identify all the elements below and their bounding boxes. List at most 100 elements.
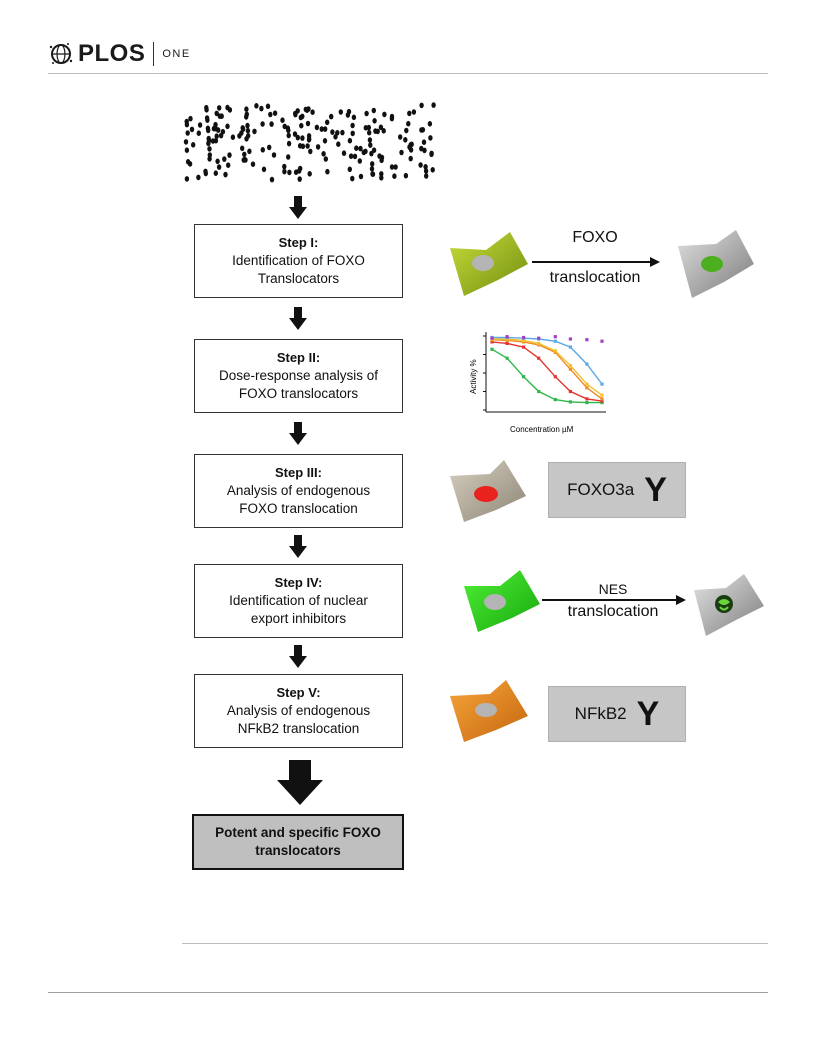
compound-dot: [220, 128, 226, 135]
compound-dot: [210, 138, 216, 144]
compound-dot: [268, 111, 273, 118]
compound-dot: [321, 151, 326, 157]
compound-dot: [188, 115, 193, 122]
compound-dot: [319, 126, 324, 132]
down-arrow-icon: [289, 307, 307, 330]
compound-dot: [240, 145, 245, 152]
compound-dot: [314, 124, 320, 131]
compound-dot: [213, 125, 218, 132]
data-point: [522, 335, 526, 340]
data-point: [585, 362, 589, 366]
compound-dot: [369, 166, 375, 172]
journal-logo: PLOS ONE: [48, 40, 191, 68]
data-point: [490, 336, 494, 340]
data-point: [490, 340, 494, 344]
compound-dot: [329, 113, 334, 120]
compound-dot: [245, 122, 250, 129]
antibody-icon: Y: [644, 471, 667, 509]
step-4-title: Step IV:: [274, 575, 323, 590]
compound-dot: [352, 153, 358, 160]
compound-dot: [305, 143, 310, 149]
down-arrow-icon: [289, 645, 307, 668]
compound-dot: [246, 133, 251, 139]
data-point: [553, 375, 557, 379]
compound-dot: [239, 130, 244, 136]
compound-dot: [298, 165, 303, 172]
data-point: [505, 341, 509, 345]
compound-dot: [214, 133, 219, 139]
compound-dot: [185, 130, 190, 136]
compound-dot: [419, 145, 424, 152]
compound-dot: [406, 120, 411, 127]
compound-dot: [204, 107, 209, 113]
step-1-line-1: Identification of FOXO: [232, 253, 365, 268]
compound-dot: [272, 110, 278, 116]
compound-dot: [240, 125, 245, 131]
series-line-3: [492, 338, 603, 396]
down-arrow-icon: [289, 535, 307, 558]
compound-dot: [427, 121, 433, 127]
compound-dot: [371, 147, 377, 153]
compound-dot: [354, 145, 359, 151]
step-2-line-2: FOXO translocators: [238, 386, 359, 401]
compound-library-dots: [183, 102, 436, 183]
header-rule: [48, 73, 768, 74]
cell-green-cytoplasm-icon: [450, 232, 528, 296]
data-point: [490, 347, 494, 351]
compound-dot: [230, 134, 236, 140]
step-5-title: Step V:: [276, 685, 321, 700]
compound-dot: [260, 147, 265, 153]
compound-dot: [322, 138, 328, 144]
compound-dot: [399, 149, 404, 156]
series-line-4: [492, 336, 603, 385]
compound-dot: [367, 129, 372, 136]
data-point: [600, 399, 604, 403]
compound-dot: [336, 141, 341, 147]
compound-dot: [215, 158, 220, 165]
compound-dot: [370, 171, 375, 177]
compound-dot: [423, 168, 429, 174]
data-point: [600, 382, 604, 386]
foxo3a-label: FOXO3a: [567, 480, 635, 499]
compound-dot: [295, 134, 300, 141]
translocation-arrow: [532, 257, 660, 267]
compound-dot: [282, 163, 287, 170]
nfkb2-label: NFkB2: [574, 704, 627, 723]
compound-dot: [259, 105, 264, 112]
compound-dot: [250, 161, 256, 167]
step-5-line-1: Analysis of endogenous: [226, 703, 371, 718]
compound-dot: [303, 106, 308, 113]
compound-dot: [203, 170, 208, 177]
compound-dot: [325, 119, 330, 126]
data-point: [600, 339, 604, 343]
compound-dot: [267, 144, 272, 151]
data-point: [537, 356, 541, 360]
data-point: [600, 393, 604, 397]
compound-dot: [308, 148, 313, 155]
compound-dot: [424, 173, 429, 179]
compound-dot: [293, 169, 299, 175]
cell-grey-nuclear-green-icon: [678, 230, 754, 298]
compound-dot: [338, 109, 343, 115]
cell-grey-nuclear-export-icon: [694, 574, 764, 636]
compound-dot: [245, 127, 251, 134]
compound-dot: [398, 134, 403, 140]
compound-dot: [379, 175, 384, 181]
compound-dot: [418, 162, 423, 168]
foxo3a-antibody-box: FOXO3a Y: [548, 462, 686, 518]
compound-dot: [280, 117, 285, 123]
data-point: [553, 349, 557, 353]
compound-dot: [382, 111, 387, 118]
compound-dot: [213, 170, 218, 176]
final-result-box: Potent and specific FOXO translocators: [192, 814, 404, 870]
compound-dot: [407, 144, 412, 150]
data-point: [585, 382, 589, 386]
chart-y-label: Activity %: [469, 359, 478, 394]
page-bottom-rule: [48, 992, 768, 993]
data-point: [585, 338, 589, 342]
compound-dot: [244, 106, 249, 112]
compound-dot: [358, 145, 363, 152]
compound-dot: [310, 109, 315, 115]
compound-dot: [261, 166, 267, 173]
compound-dot: [323, 126, 328, 132]
